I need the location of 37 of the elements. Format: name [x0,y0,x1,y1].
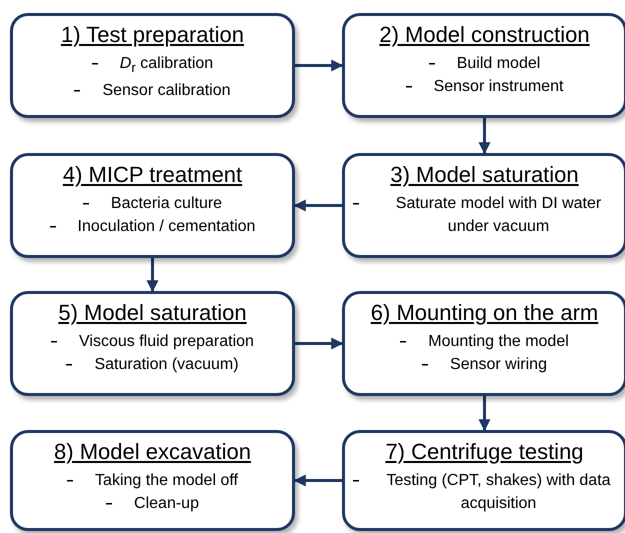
process-box [342,13,625,118]
process-box [342,153,625,258]
process-box [10,13,295,118]
process-box [342,430,625,531]
arrow [478,396,490,432]
step-title: 2) Model construction [379,22,590,48]
process-box [10,291,295,396]
bullet-text: Viscous fluid preparation [79,332,254,352]
step-title: 6) Mounting on the arm [370,300,598,326]
step-title: 4) MICP treatment [62,162,242,188]
bullet-text: Saturate model with DI water under vacuum [394,194,602,237]
process-box [342,291,625,396]
arrow [295,338,344,350]
arrow [294,474,342,486]
bullet-text: Mounting the model [428,332,569,352]
step-title: 1) Test preparation [60,22,244,48]
bullet-text: Testing (CPT, shakes) with data acquisition [385,471,612,514]
bullet-text: Saturation (vacuum) [94,355,239,375]
bullet-text: Build model [456,54,540,74]
step-title: 8) Model excavation [54,439,251,465]
step-title: 3) Model saturation [390,162,579,188]
process-box [10,430,295,531]
bullet-text: Taking the model off [95,471,238,491]
bullet-text: Sensor calibration [102,81,231,102]
bullet-text: Sensor wiring [450,355,547,375]
bullet-text: Inoculation / cementation [78,217,256,237]
arrow [295,60,344,72]
arrow [478,118,490,154]
bullet-text: D$_{r}$ calibration [120,54,214,78]
bullet-text: Bacteria culture [110,194,222,214]
arrow [294,200,342,212]
arrow [146,258,158,292]
process-box [10,153,295,258]
step-title: 7) Centrifuge testing [385,439,584,465]
bullet-text: Clean-up [134,494,199,514]
step-title: 5) Model saturation [58,300,247,326]
bullet-text: Sensor instrument [434,77,564,97]
